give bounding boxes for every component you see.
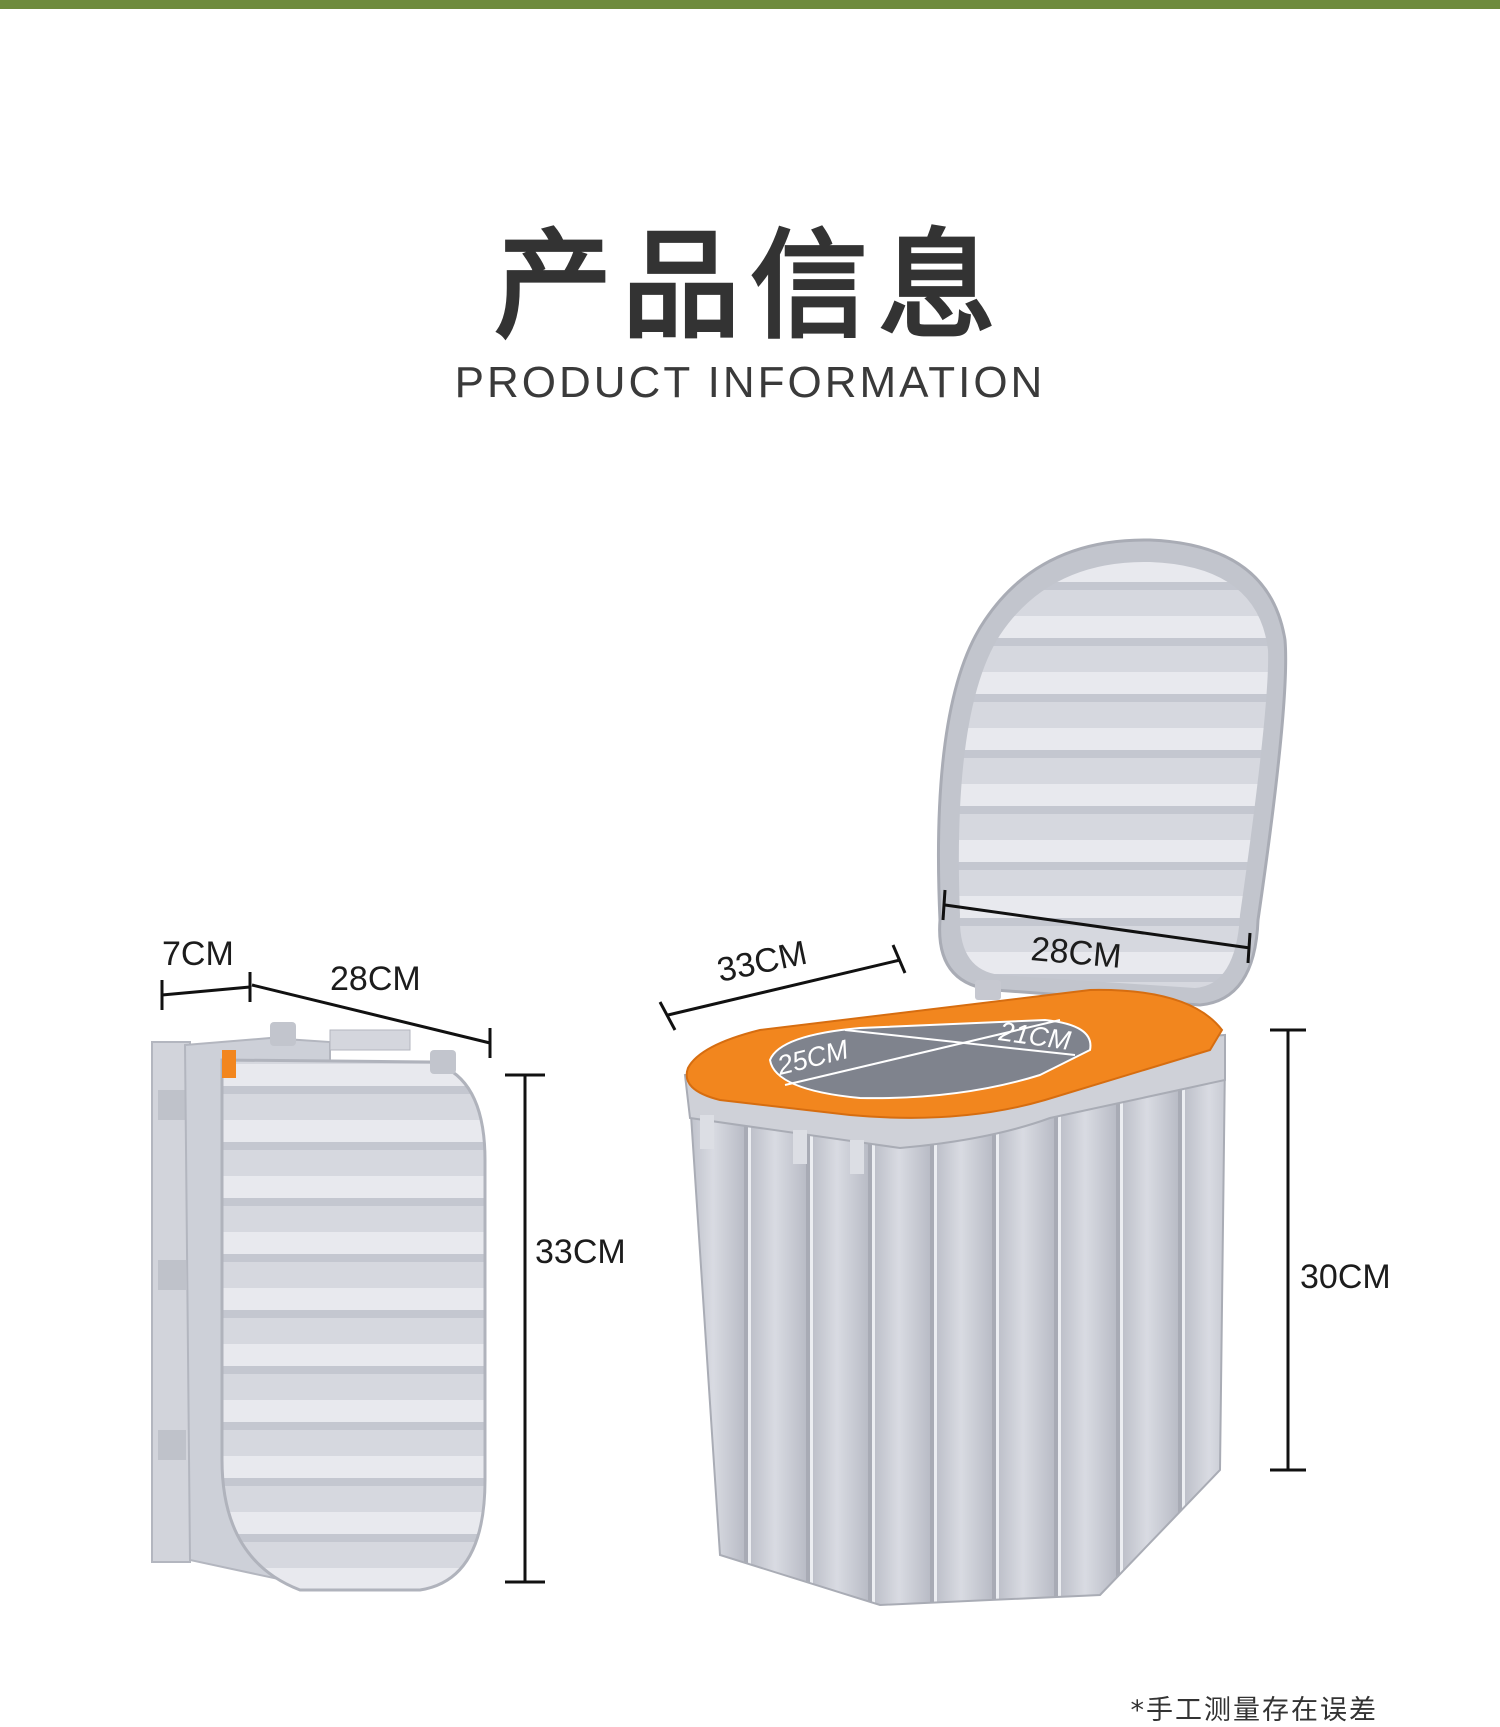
measurement-note: *手工测量存在误差 xyxy=(1130,1695,1378,1726)
open-height-label: 30CM xyxy=(1300,1258,1391,1296)
top-accent-bar xyxy=(0,0,1500,9)
open-toilet xyxy=(683,538,1288,1607)
folded-toilet xyxy=(151,1022,487,1592)
seat-opening xyxy=(768,1018,1092,1100)
folded-height-label: 33CM xyxy=(535,1233,626,1271)
folded-dimension-lines xyxy=(160,972,545,1584)
page-title: 产品信息 xyxy=(493,217,1006,355)
folded-width-label: 28CM xyxy=(330,960,421,998)
folded-orange-edge xyxy=(222,1050,236,1078)
open-lid-width-label: 28CM xyxy=(1029,930,1123,976)
page-subtitle: PRODUCT INFORMATION xyxy=(454,358,1046,407)
open-depth-label: 33CM xyxy=(714,934,811,990)
toilet-lid-surface xyxy=(958,561,1269,988)
open-dimension-lines xyxy=(658,889,1306,1472)
folded-lid xyxy=(220,1058,487,1592)
folded-thickness-label: 7CM xyxy=(162,935,234,973)
